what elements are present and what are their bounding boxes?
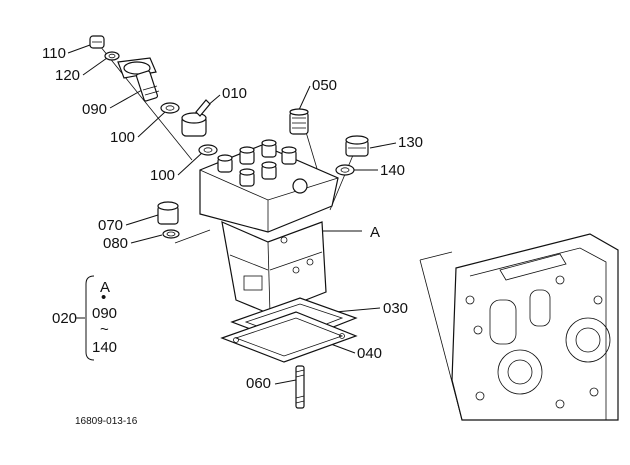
washer-100-lower xyxy=(198,144,218,156)
injection-pump xyxy=(199,139,339,315)
group-line-140: 140 xyxy=(92,339,117,356)
drawing-code: 16809-013-16 xyxy=(75,416,138,427)
gasket-040 xyxy=(220,311,358,363)
label-120: 120 xyxy=(55,67,80,84)
fitting-010 xyxy=(181,99,211,137)
group-020: 020 A • 090 ~ 140 xyxy=(52,275,117,361)
bushing-070 xyxy=(157,201,179,225)
stud-060 xyxy=(295,365,305,409)
label-030: 030 xyxy=(383,300,408,317)
group-line-090: 090 xyxy=(92,305,117,322)
o-ring-080 xyxy=(162,229,180,239)
washer-120 xyxy=(104,51,120,61)
label-010: 010 xyxy=(222,85,247,102)
group-line-tilde: ~ xyxy=(100,321,109,338)
engine-block xyxy=(419,233,619,421)
plug-130 xyxy=(345,135,369,157)
label-110: 110 xyxy=(42,45,66,62)
label-050: 050 xyxy=(312,77,337,94)
label-130: 130 xyxy=(398,134,423,151)
label-080: 080 xyxy=(103,235,128,252)
bolt-110 xyxy=(89,35,105,49)
group-line-A: A xyxy=(100,279,110,296)
leader-lines xyxy=(67,44,397,385)
banjo-bolt-090 xyxy=(117,57,160,102)
label-090: 090 xyxy=(82,101,107,118)
washer-140 xyxy=(335,164,355,176)
label-070: 070 xyxy=(98,217,123,234)
label-A: A xyxy=(370,224,380,241)
delivery-holders xyxy=(217,139,297,187)
label-040: 040 xyxy=(357,345,382,362)
group-label-020: 020 xyxy=(52,310,77,327)
washer-100-upper xyxy=(160,102,180,114)
label-100-lower: 100 xyxy=(150,167,175,184)
label-060: 060 xyxy=(246,375,271,392)
valve-050 xyxy=(289,108,309,135)
label-140: 140 xyxy=(380,162,405,179)
group-line-dot: • xyxy=(101,289,106,306)
label-100-upper: 100 xyxy=(110,129,135,146)
